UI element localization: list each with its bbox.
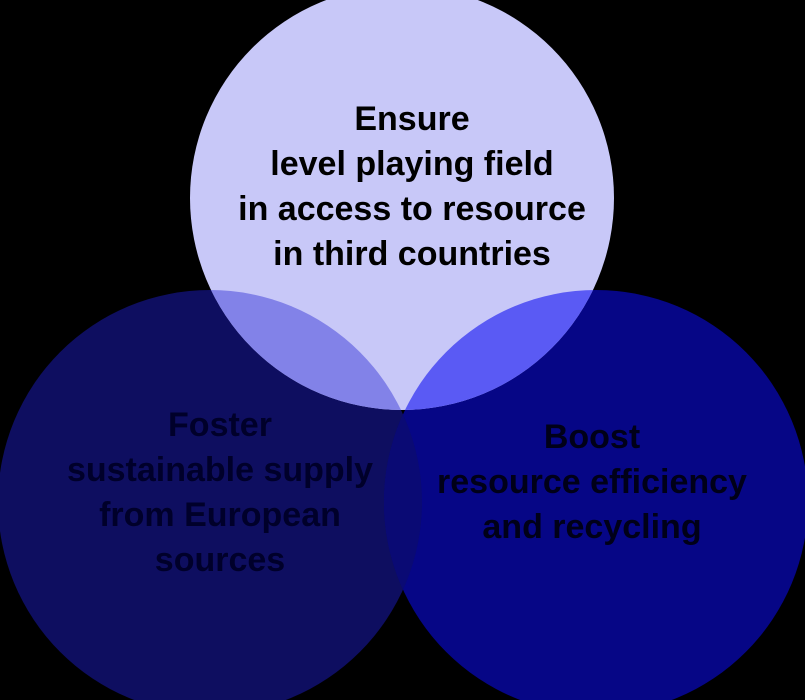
circle-right-line: and recycling <box>482 508 702 546</box>
circle-left-line: sustainable supply <box>66 451 374 489</box>
circle-left-line: Foster <box>168 406 272 444</box>
circle-top-line: level playing field <box>270 145 554 183</box>
circle-top-label: Ensure level playing field in access to … <box>212 97 612 277</box>
circle-top-line: in third countries <box>273 235 551 273</box>
circle-right-line: resource efficiency <box>437 463 747 501</box>
circle-right-line: Boost <box>543 418 641 456</box>
circle-left <box>0 290 422 700</box>
circle-top-line: in access to resource <box>238 190 586 228</box>
circle-top <box>190 0 614 410</box>
circle-top-line: Ensure <box>354 100 470 138</box>
circle-left-label: Foster sustainable supply from European … <box>20 403 420 583</box>
circle-right-label: Boost resource efficiency and recycling <box>392 415 792 550</box>
circle-left-line: from European <box>99 496 341 534</box>
circle-right <box>384 290 805 700</box>
circle-left-line: sources <box>154 541 286 579</box>
